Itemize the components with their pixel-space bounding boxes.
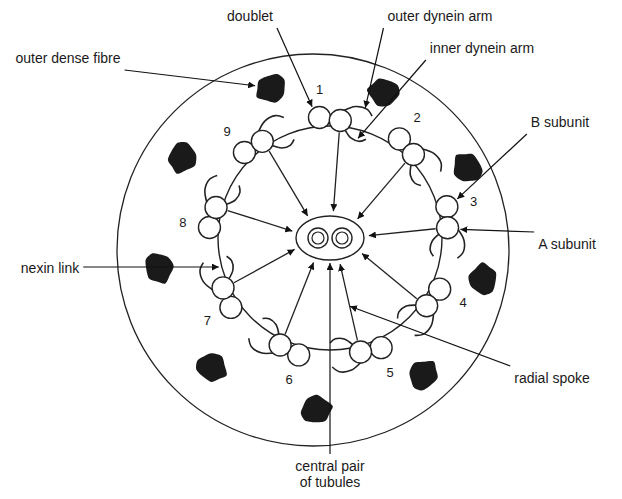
part-label: A subunit bbox=[538, 236, 596, 252]
part-label: outer dense fibre bbox=[15, 50, 120, 66]
dense-fibre bbox=[301, 395, 333, 423]
flagellum-outline bbox=[117, 54, 509, 446]
leader-line bbox=[457, 134, 527, 199]
b-subunit bbox=[198, 216, 220, 238]
part-label: central pair of tubules bbox=[291, 458, 369, 490]
inner-dynein-arm bbox=[397, 305, 415, 318]
leader-line bbox=[350, 306, 510, 366]
part-label: B subunit bbox=[531, 114, 589, 130]
part-label: inner dynein arm bbox=[430, 40, 534, 56]
a-subunit bbox=[350, 341, 372, 363]
a-subunit bbox=[329, 109, 351, 131]
leader-line bbox=[358, 60, 426, 138]
inner-dynein-arm bbox=[430, 234, 439, 256]
dense-fibre bbox=[468, 262, 496, 295]
a-subunit bbox=[402, 144, 424, 166]
leader-line bbox=[277, 28, 312, 107]
central-tubule-lumen bbox=[312, 232, 324, 244]
callout-number: 9 bbox=[224, 124, 231, 140]
dense-fibre bbox=[409, 361, 437, 390]
inner-dynein-arm bbox=[272, 139, 294, 148]
outer-dynein-arm bbox=[258, 116, 283, 132]
radial-spoke bbox=[358, 163, 405, 219]
central-tubule bbox=[332, 228, 352, 248]
radial-spoke bbox=[285, 262, 313, 334]
callout-number: 1 bbox=[316, 82, 323, 98]
radial-spoke bbox=[340, 264, 357, 340]
part-label: doublet bbox=[227, 8, 273, 24]
a-subunit bbox=[269, 334, 291, 356]
a-subunit bbox=[205, 196, 227, 218]
radial-spoke bbox=[369, 229, 436, 236]
dense-fibre bbox=[454, 154, 483, 182]
outer-dynein-arm bbox=[332, 362, 361, 372]
outer-dynein-arm bbox=[422, 149, 441, 171]
radial-spoke bbox=[228, 211, 293, 231]
b-subunit bbox=[308, 106, 330, 128]
radial-spoke bbox=[362, 253, 417, 298]
outer-dynein-arm bbox=[457, 229, 464, 258]
inner-dynein-arm bbox=[345, 130, 366, 141]
b-subunit bbox=[370, 337, 392, 359]
dense-fibre bbox=[256, 74, 285, 103]
inner-dynein-arm bbox=[263, 318, 279, 334]
callout-number: 5 bbox=[387, 365, 394, 381]
part-label: nexin link bbox=[21, 260, 79, 276]
callout-number: 6 bbox=[286, 372, 293, 388]
callout-number: 3 bbox=[470, 194, 477, 210]
inner-dynein-arm bbox=[226, 186, 240, 205]
radial-spoke bbox=[333, 132, 339, 211]
b-subunit bbox=[436, 196, 458, 218]
dense-fibre bbox=[168, 142, 196, 174]
dense-fibre bbox=[145, 253, 173, 284]
b-subunit bbox=[220, 296, 242, 318]
inner-dynein-arm bbox=[227, 256, 234, 279]
a-subunit bbox=[251, 130, 273, 152]
callout-number: 8 bbox=[179, 215, 186, 231]
callout-number: 2 bbox=[413, 110, 420, 126]
inner-dynein-arm bbox=[410, 165, 421, 185]
callout-number: 7 bbox=[204, 313, 211, 329]
central-tubule-lumen bbox=[336, 232, 348, 244]
callout-number: 4 bbox=[459, 295, 466, 311]
radial-spoke bbox=[234, 249, 295, 282]
a-subunit bbox=[437, 217, 459, 239]
leader-line bbox=[125, 70, 256, 86]
dense-fibre bbox=[196, 353, 227, 382]
a-subunit bbox=[212, 277, 234, 299]
part-label: radial spoke bbox=[514, 370, 590, 386]
inner-dynein-arm bbox=[330, 338, 353, 344]
leader-line bbox=[365, 28, 383, 108]
leader-line bbox=[329, 263, 330, 454]
radial-spoke bbox=[269, 151, 307, 216]
part-label: outer dynein arm bbox=[387, 8, 492, 24]
leader-line bbox=[460, 229, 534, 232]
leader-line bbox=[83, 266, 219, 267]
central-tubule bbox=[308, 228, 328, 248]
a-subunit bbox=[416, 295, 438, 317]
dense-fibre bbox=[367, 78, 400, 106]
central-sheath bbox=[296, 216, 364, 260]
